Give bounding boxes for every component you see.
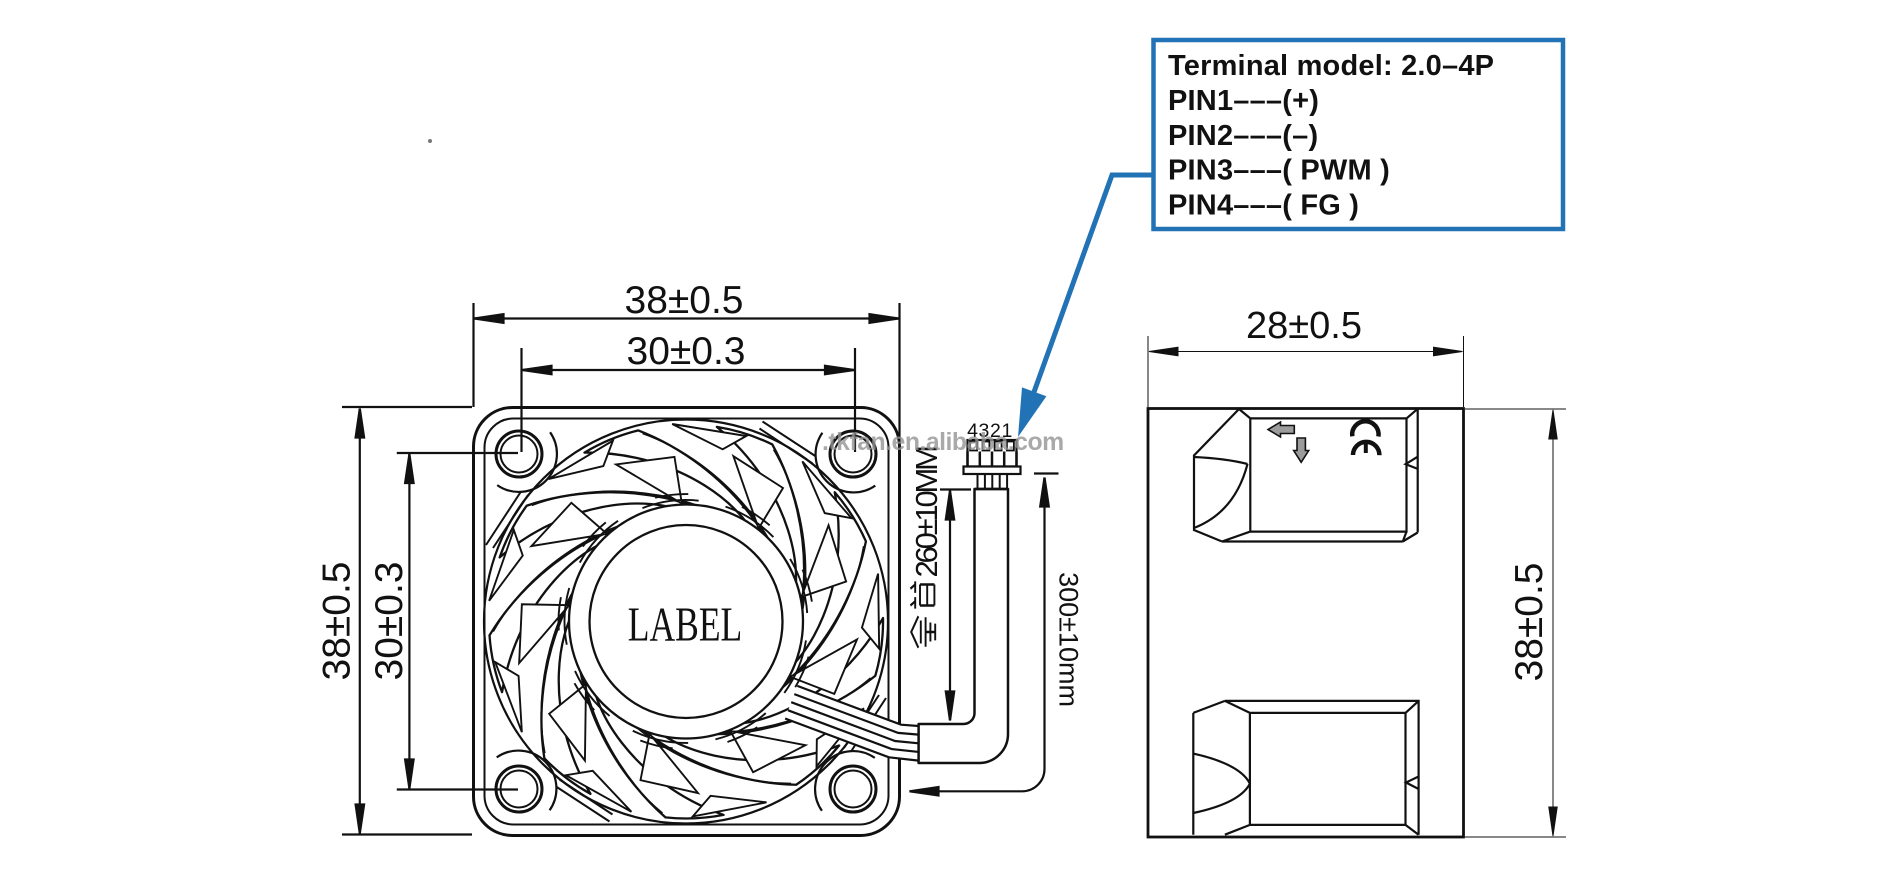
svg-text:Terminal model: 2.0–4P: Terminal model: 2.0–4P [1168,50,1494,82]
svg-text:260±10MM: 260±10MM [909,447,944,578]
svg-text:300±10mm: 300±10mm [1054,572,1084,707]
svg-text:38±0.5: 38±0.5 [1508,563,1551,682]
svg-text:PIN3–––( PWM ): PIN3–––( PWM ) [1168,155,1390,187]
svg-text:30±0.3: 30±0.3 [627,330,746,373]
svg-text:.tkfan.en.alibaba.com: .tkfan.en.alibaba.com [822,429,1064,456]
svg-text:PIN2–––(–): PIN2–––(–) [1168,120,1318,152]
svg-text:LABEL: LABEL [628,599,743,652]
svg-text:28±0.5: 28±0.5 [1246,305,1362,347]
svg-text:38±0.5: 38±0.5 [625,279,744,322]
svg-text:4321: 4321 [967,420,1013,442]
svg-text:PIN4–––( FG ): PIN4–––( FG ) [1168,190,1359,222]
svg-text:30±0.3: 30±0.3 [368,562,411,681]
svg-text:38±0.5: 38±0.5 [316,562,359,681]
svg-text:PIN1–––(+): PIN1–––(+) [1168,85,1319,117]
